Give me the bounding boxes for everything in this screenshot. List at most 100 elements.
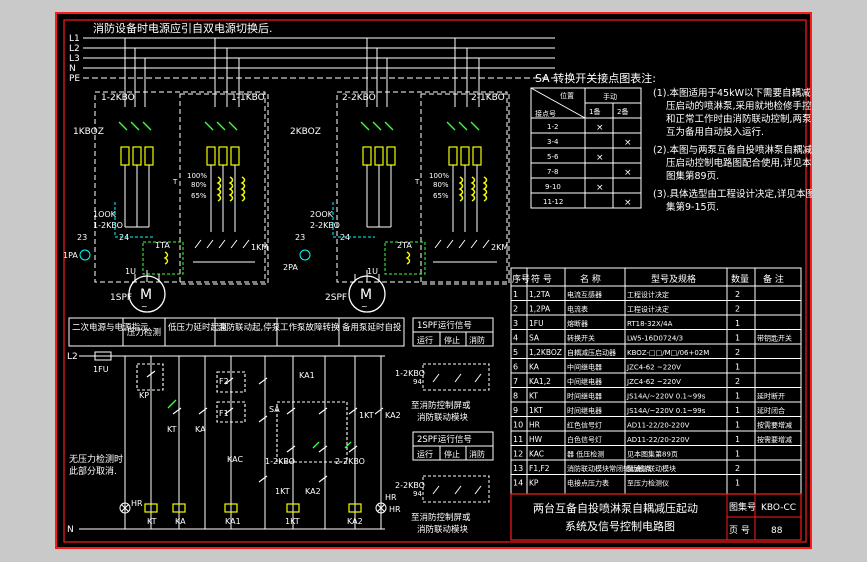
atlas-label: 图集号 xyxy=(729,501,756,513)
device-label-kac: KAC xyxy=(227,455,243,464)
page-no: 88 xyxy=(771,526,783,536)
coil-label-ka1: KA1 xyxy=(225,517,241,526)
notes-block: (1).本图适用于45kW以下需要自耦减 压启动的喷淋泵,采用就地检修手控 和正… xyxy=(653,87,812,213)
coil-label-ka: KA xyxy=(175,517,186,526)
parts-cell-no: 6 xyxy=(513,363,518,372)
parts-cell-remark: 按需要增减 xyxy=(757,421,792,430)
device-label-kp: KP xyxy=(139,391,149,400)
control-fuse-label: 1FU xyxy=(93,365,109,374)
sig1-stop: 停止 xyxy=(444,335,460,345)
outer-frame xyxy=(55,12,812,549)
parts-cell-qty: 1 xyxy=(735,421,740,430)
left-power-panel: 1-2KBO 1-1KBO 1KBOZ 100% 80% 65% xyxy=(63,38,269,313)
right-breaker-b-label: 2-1KBO xyxy=(471,93,505,103)
parts-cell-no: 3 xyxy=(513,319,518,328)
parts-cell-remark: 延时断开 xyxy=(757,392,785,401)
note-line-7: 图集第89页. xyxy=(666,170,719,182)
device-label-kt: KT xyxy=(167,425,177,434)
right-motor-label: 2SPF xyxy=(325,293,347,303)
sig2-fire: 消防 xyxy=(469,449,485,459)
parts-cell-qty: 1 xyxy=(735,319,740,328)
bus-label-pe: PE xyxy=(69,74,80,84)
bus-label-l1: L1 xyxy=(69,34,80,44)
parts-cell-qty: 2 xyxy=(735,377,740,386)
left-pa-label: 1PA xyxy=(63,251,78,260)
sa-row-1: 1-2 xyxy=(547,123,558,131)
right-motor-tilde: ~ xyxy=(361,302,368,311)
parts-head-remark: 备 注 xyxy=(763,273,784,285)
parts-cell-qty: 1 xyxy=(735,363,740,372)
sig1-note-1: 至消防控制屏或 xyxy=(411,400,471,411)
left-tap-mark: T xyxy=(172,178,178,186)
parts-cell-name: 中间继电器 xyxy=(567,363,602,372)
parts-cell-symbol: KT xyxy=(529,392,538,401)
right-tap-80: 80% xyxy=(433,181,449,189)
sig1-title: 1SPF运行信号 xyxy=(417,320,472,331)
note-line-6: 压启动控制电路图配合使用,详见本 xyxy=(666,157,812,169)
device-label-2-2kbo: 2-2KBO xyxy=(335,457,365,466)
right-breaker-a-label: 2-2KBO xyxy=(342,93,376,103)
sa-table-title: SA 转换开关接点图表注: xyxy=(535,71,656,85)
coil-label-1kt: 1KT xyxy=(285,517,300,526)
sig1-contact: 94 xyxy=(413,378,422,386)
title-line-2: 系统及信号控制电路图 xyxy=(565,519,675,533)
device-label-sa: SA xyxy=(269,405,280,414)
right-contactor-label: 2KM xyxy=(491,243,508,252)
bus-labels: L1 L2 L3 N PE xyxy=(69,34,80,84)
sig2-run: 运行 xyxy=(417,449,433,459)
sig2-note-2: 消防联动模块 xyxy=(417,524,469,535)
parts-cell-no: 9 xyxy=(513,406,518,415)
parts-cell-no: 10 xyxy=(513,421,523,430)
parts-cell-name: 中间继电器 xyxy=(567,377,602,386)
sa-row-2: 3-4 xyxy=(547,138,559,146)
parts-cell-no: 4 xyxy=(513,334,518,343)
bus-label-l3: L3 xyxy=(69,54,80,64)
right-meter-label-1: 2OOK xyxy=(310,210,334,219)
sa-row-head: 接点号 xyxy=(535,109,556,118)
left-num-1u: 1U xyxy=(125,267,136,276)
sig1-fire: 消防 xyxy=(469,335,485,345)
left-tap-65: 65% xyxy=(191,192,207,200)
schematic-canvas: 消防设备时电源应引自双电源切换后. L1 L2 L3 N PE 1-2KBO 1… xyxy=(55,12,812,549)
right-unit-label: 2KBOZ xyxy=(290,127,321,137)
page-label: 页 号 xyxy=(729,525,750,536)
sa-top-right: 手动 xyxy=(603,92,617,101)
left-contactor-label: 1KM xyxy=(251,243,268,252)
parts-cell-remark: 按需要增减 xyxy=(757,435,792,444)
left-breaker-a-label: 1-2KBO xyxy=(101,93,135,103)
inner-frame xyxy=(63,19,807,543)
parts-cell-spec: 工程设计决定 xyxy=(627,305,669,314)
note-line-4: 互为备用自动投入运行. xyxy=(666,126,764,138)
parts-cell-no: 5 xyxy=(513,348,518,357)
left-meter-label-1: 1OOK xyxy=(93,210,117,219)
parts-cell-qty: 1 xyxy=(735,406,740,415)
parts-cell-name: 时间继电器 xyxy=(567,392,602,401)
left-motor-label: 1SPF xyxy=(110,293,132,303)
device-label-1kt-b: 1KT xyxy=(275,487,290,496)
title-line-1: 两台互备自投喷淋泵自耦减压起动 xyxy=(533,501,698,515)
device-label-hr: HR xyxy=(385,493,397,502)
sa-row-3: 5-6 xyxy=(547,153,559,161)
parts-cell-qty: 2 xyxy=(735,290,740,299)
left-ammeter-icon xyxy=(79,249,91,261)
device-label-1kt: 1KT xyxy=(359,411,374,420)
parts-cell-no: 11 xyxy=(513,435,523,444)
parts-cell-spec: 见本图集第89页 xyxy=(627,450,678,459)
parts-cell-remark: 延时闭合 xyxy=(757,406,785,415)
parts-cell-symbol: 1KT xyxy=(529,406,543,415)
parts-cell-name: 电流互感器 xyxy=(567,290,602,299)
parts-cell-qty: 2 xyxy=(735,305,740,314)
sa-dot: × xyxy=(624,168,632,178)
parts-cell-remark: 带钥匙开关 xyxy=(757,334,792,343)
bus-bars xyxy=(83,37,555,79)
parts-cell-symbol: SA xyxy=(529,334,540,343)
sa-switch-table: SA 转换开关接点图表注: 位置 手动 接点号 1备 2备 1-2 3-4 5-… xyxy=(530,71,656,209)
parts-cell-name: 红色信号灯 xyxy=(567,421,602,430)
left-motor-symbol: M xyxy=(140,287,152,303)
parts-cell-spec: 工程设计决定 xyxy=(627,290,669,299)
parts-cell-qty: 1 xyxy=(735,392,740,401)
note-line-5: (2).本图与两泵互备自投喷淋泵自耦减 xyxy=(653,144,812,156)
sa-dot: × xyxy=(596,123,604,133)
parts-cell-spec: AD11-22/20-220V xyxy=(627,422,690,430)
parts-cell-symbol: 1FU xyxy=(529,319,544,328)
